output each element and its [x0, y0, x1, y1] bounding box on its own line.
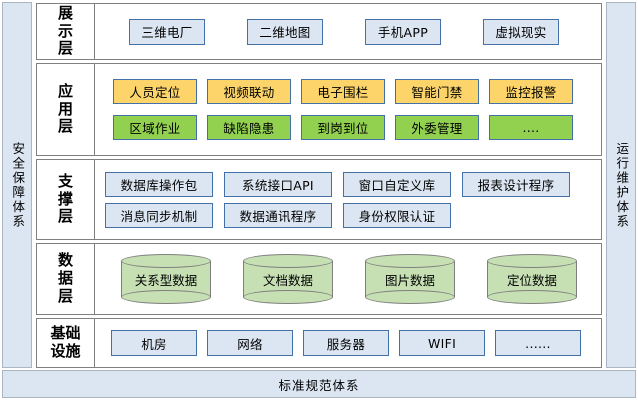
cylinder-top-icon — [487, 254, 577, 268]
node-app-5[interactable]: 监控报警 — [489, 79, 573, 104]
layer-data-label-cell: 数据层 — [37, 244, 95, 314]
layer-infrastructure-row-1: 机房 网络 服务器 WIFI ...... — [101, 330, 595, 356]
node-display-4[interactable]: 虚拟现实 — [483, 18, 559, 45]
bottom-bar-standards-system: 标准规范体系 — [2, 370, 636, 398]
node-support-1[interactable]: 数据库操作包 — [105, 171, 213, 197]
layer-support-row-1: 数据库操作包 系统接口API 窗口自定义库 报表设计程序 — [101, 171, 595, 197]
node-infra-3[interactable]: 服务器 — [303, 330, 389, 356]
left-pillar-security-assurance: 安全保障体系 — [2, 2, 32, 368]
node-infra-more[interactable]: ...... — [495, 330, 581, 356]
layer-application-row-1: 人员定位 视频联动 电子围栏 智能门禁 监控报警 — [101, 79, 595, 104]
layer-display-row-1: 三维电厂 二维地图 手机APP 虚拟现实 — [101, 18, 595, 45]
database-cylinder-1[interactable]: 关系型数据 — [121, 254, 211, 304]
layer-data-body: 关系型数据 文档数据 图片数据 定 — [95, 244, 601, 314]
layer-application-label: 应用层 — [58, 81, 74, 136]
node-support-6[interactable]: 数据通讯程序 — [224, 202, 332, 228]
node-app-6[interactable]: 区域作业 — [113, 115, 197, 140]
layer-data-label: 数据层 — [58, 251, 74, 305]
layer-infrastructure: 基础设施 机房 网络 服务器 WIFI ...... — [36, 318, 602, 368]
layer-infrastructure-body: 机房 网络 服务器 WIFI ...... — [95, 319, 601, 367]
node-app-9[interactable]: 外委管理 — [395, 115, 479, 140]
layer-support-row-2: 消息同步机制 数据通讯程序 身份权限认证 — [101, 202, 595, 228]
layer-support: 支撑层 数据库操作包 系统接口API 窗口自定义库 报表设计程序 消息同步机制 … — [36, 159, 602, 240]
layer-infrastructure-label: 基础设施 — [50, 324, 81, 360]
node-infra-1[interactable]: 机房 — [111, 330, 197, 356]
left-pillar-label: 安全保障体系 — [10, 141, 26, 229]
layer-display-label: 展示层 — [58, 3, 74, 58]
node-app-2[interactable]: 视频联动 — [207, 79, 291, 104]
node-app-1[interactable]: 人员定位 — [113, 79, 197, 104]
right-pillar-label: 运行维护体系 — [614, 141, 630, 229]
database-cylinder-1-label: 关系型数据 — [134, 272, 198, 288]
layer-support-body: 数据库操作包 系统接口API 窗口自定义库 报表设计程序 消息同步机制 数据通讯… — [95, 160, 601, 239]
node-display-3[interactable]: 手机APP — [365, 18, 441, 45]
layer-display-body: 三维电厂 二维地图 手机APP 虚拟现实 — [95, 4, 601, 59]
node-app-more[interactable]: .... — [489, 115, 573, 140]
node-app-7[interactable]: 缺陷隐患 — [207, 115, 291, 140]
node-infra-2[interactable]: 网络 — [207, 330, 293, 356]
layer-data: 数据层 关系型数据 文档数据 — [36, 243, 602, 315]
cylinder-bottom-icon — [487, 290, 577, 304]
node-support-5[interactable]: 消息同步机制 — [105, 202, 213, 228]
cylinder-top-icon — [365, 254, 455, 268]
layer-application-label-cell: 应用层 — [37, 64, 95, 155]
cylinder-bottom-icon — [243, 290, 333, 304]
database-cylinder-4-label: 定位数据 — [506, 272, 557, 288]
layer-display-label-cell: 展示层 — [37, 4, 95, 59]
layer-data-row-1: 关系型数据 文档数据 图片数据 定 — [101, 254, 595, 304]
node-app-8[interactable]: 到岗到位 — [301, 115, 385, 140]
database-cylinder-3[interactable]: 图片数据 — [365, 254, 455, 304]
layer-support-label: 支撑层 — [58, 171, 74, 226]
layer-support-label-cell: 支撑层 — [37, 160, 95, 239]
database-cylinder-2[interactable]: 文档数据 — [243, 254, 333, 304]
node-app-3[interactable]: 电子围栏 — [301, 79, 385, 104]
node-display-1[interactable]: 三维电厂 — [129, 18, 205, 45]
layer-application-body: 人员定位 视频联动 电子围栏 智能门禁 监控报警 区域作业 缺陷隐患 到岗到位 … — [95, 64, 601, 155]
node-support-3[interactable]: 窗口自定义库 — [343, 171, 451, 197]
database-cylinder-2-label: 文档数据 — [262, 272, 313, 288]
layer-infrastructure-label-cell: 基础设施 — [37, 319, 95, 367]
bottom-bar-label: 标准规范体系 — [278, 377, 360, 393]
node-app-4[interactable]: 智能门禁 — [395, 79, 479, 104]
cylinder-top-icon — [243, 254, 333, 268]
layer-display: 展示层 三维电厂 二维地图 手机APP 虚拟现实 — [36, 3, 602, 60]
layer-application-row-2: 区域作业 缺陷隐患 到岗到位 外委管理 .... — [101, 115, 595, 140]
cylinder-bottom-icon — [365, 290, 455, 304]
node-support-7[interactable]: 身份权限认证 — [343, 202, 451, 228]
node-display-2[interactable]: 二维地图 — [247, 18, 323, 45]
layer-application: 应用层 人员定位 视频联动 电子围栏 智能门禁 监控报警 区域作业 缺陷隐患 到… — [36, 63, 602, 156]
node-infra-4[interactable]: WIFI — [399, 330, 485, 356]
node-support-4[interactable]: 报表设计程序 — [462, 171, 570, 197]
database-cylinder-3-label: 图片数据 — [384, 272, 435, 288]
cylinder-bottom-icon — [121, 290, 211, 304]
node-support-2[interactable]: 系统接口API — [224, 171, 332, 197]
cylinder-top-icon — [121, 254, 211, 268]
right-pillar-operation-maintenance: 运行维护体系 — [606, 2, 636, 368]
database-cylinder-4[interactable]: 定位数据 — [487, 254, 577, 304]
